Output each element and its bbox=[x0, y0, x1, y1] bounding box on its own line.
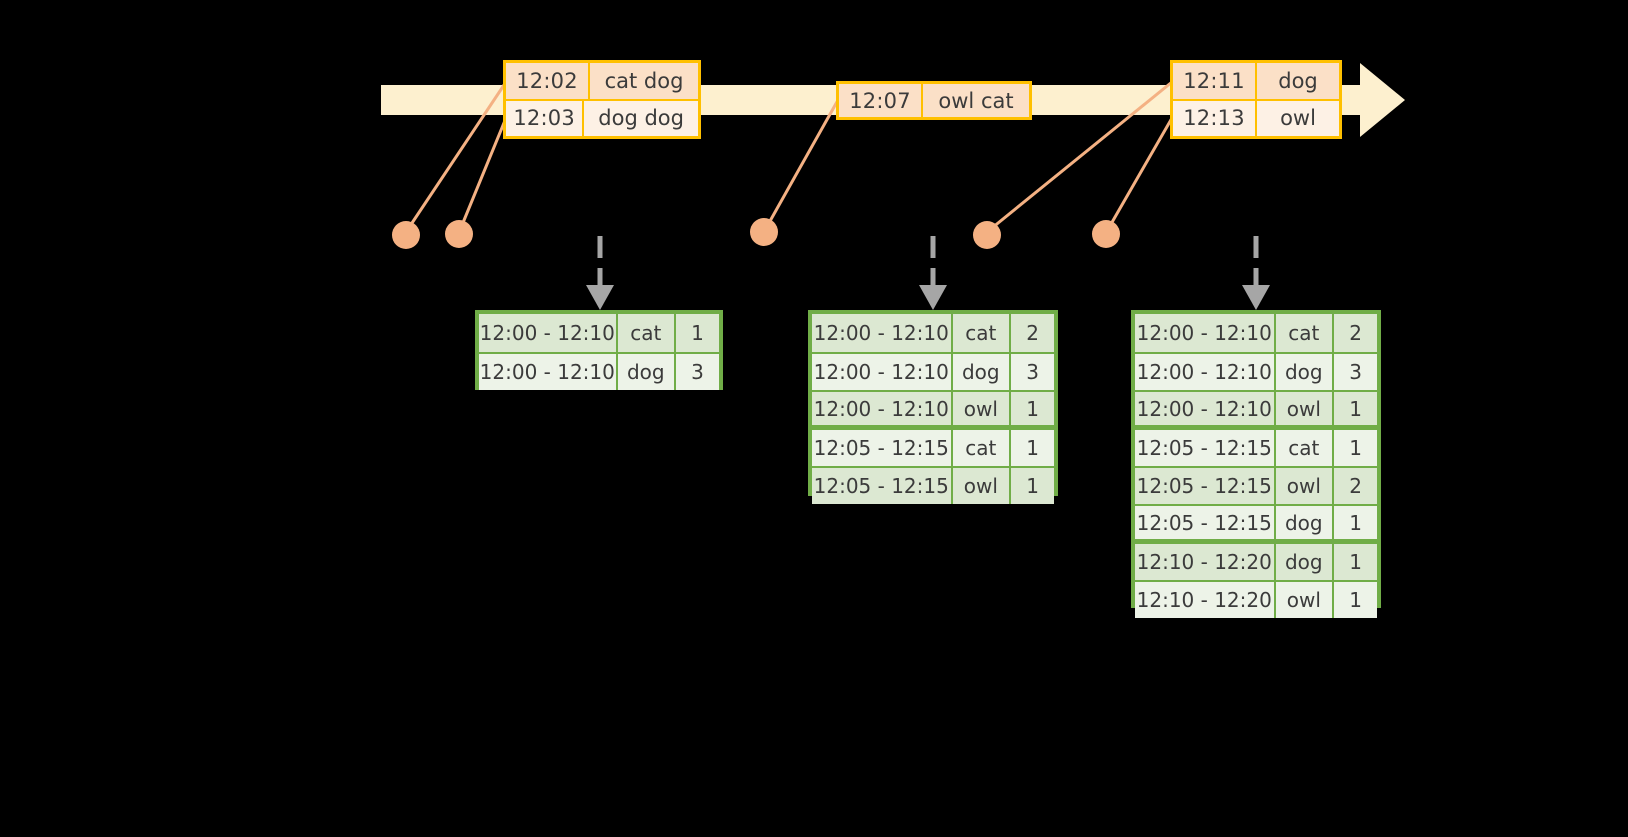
flow-arrows bbox=[597, 236, 1259, 288]
flow-arrow-head-3 bbox=[1242, 285, 1270, 310]
window-cell: 12:10 - 12:20 bbox=[1135, 582, 1276, 618]
window-cell: 12:05 - 12:15 bbox=[812, 468, 953, 504]
table-row[interactable]: 12:00 - 12:10 owl 1 bbox=[1135, 390, 1377, 428]
event-words: owl cat bbox=[938, 88, 1014, 113]
count-cell: 1 bbox=[1026, 436, 1039, 460]
window-cell: 12:00 - 12:10 bbox=[812, 354, 953, 390]
word-cell: dog bbox=[1276, 506, 1335, 539]
event-group-2[interactable]: 12:07 owl cat bbox=[836, 81, 1032, 120]
event-time: 12:07 bbox=[839, 84, 923, 117]
word-cell: dog bbox=[1276, 354, 1335, 390]
window-cell: 12:00 - 12:10 bbox=[479, 314, 618, 352]
event-words: dog bbox=[1278, 68, 1318, 93]
table-row[interactable]: 12:05 - 12:15 owl 1 bbox=[812, 466, 1054, 504]
event-row[interactable]: 12:02 cat dog bbox=[506, 63, 698, 99]
word-cell: cat bbox=[618, 314, 677, 352]
flow-arrow-head-2 bbox=[919, 285, 947, 310]
table-row[interactable]: 12:00 - 12:10 dog 3 bbox=[479, 352, 719, 390]
window-cell: 12:05 - 12:15 bbox=[1135, 430, 1276, 466]
word-cell: owl bbox=[953, 392, 1012, 425]
count-cell: 3 bbox=[1026, 360, 1039, 384]
count-cell: 2 bbox=[1026, 321, 1039, 345]
event-time: 12:02 bbox=[506, 63, 590, 99]
count-cell: 3 bbox=[1349, 360, 1362, 384]
count-cell: 1 bbox=[1349, 550, 1362, 574]
event-words: cat dog bbox=[604, 68, 684, 93]
table-row[interactable]: 12:10 - 12:20 owl 1 bbox=[1135, 580, 1377, 618]
count-cell: 1 bbox=[1349, 588, 1362, 612]
event-time: 12:03 bbox=[506, 100, 585, 136]
event-marker-1207 bbox=[750, 218, 778, 246]
leader-line-1207 bbox=[763, 99, 840, 231]
count-cell: 1 bbox=[1026, 396, 1039, 421]
window-cell: 12:00 - 12:10 bbox=[1135, 354, 1276, 390]
window-cell: 12:00 - 12:10 bbox=[812, 392, 953, 425]
count-cell: 1 bbox=[1026, 474, 1039, 498]
word-cell: cat bbox=[953, 430, 1012, 466]
window-cell: 12:10 - 12:20 bbox=[1135, 544, 1276, 580]
event-words: dog dog bbox=[598, 106, 684, 131]
word-cell: owl bbox=[1276, 468, 1335, 504]
table-row[interactable]: 12:00 - 12:10 owl 1 bbox=[812, 390, 1054, 428]
window-cell: 12:05 - 12:15 bbox=[812, 430, 953, 466]
table-row[interactable]: 12:05 - 12:15 cat 1 bbox=[1135, 428, 1377, 466]
table-row[interactable]: 12:10 - 12:20 dog 1 bbox=[1135, 542, 1377, 580]
count-cell: 2 bbox=[1349, 474, 1362, 498]
word-cell: owl bbox=[1276, 392, 1335, 425]
event-dots bbox=[392, 218, 1120, 249]
event-row[interactable]: 12:13 owl bbox=[1173, 98, 1339, 136]
word-cell: cat bbox=[953, 314, 1012, 352]
leader-line-1203 bbox=[458, 117, 508, 231]
word-cell: cat bbox=[1276, 314, 1335, 352]
window-cell: 12:00 - 12:10 bbox=[812, 314, 953, 352]
word-cell: owl bbox=[953, 468, 1012, 504]
event-marker-1202 bbox=[392, 221, 420, 249]
event-row[interactable]: 12:03 dog dog bbox=[506, 98, 698, 136]
result-table-1[interactable]: 12:00 - 12:10 cat 1 12:00 - 12:10 dog 3 bbox=[475, 310, 723, 390]
table-row[interactable]: 12:05 - 12:15 dog 1 bbox=[1135, 504, 1377, 542]
flow-arrow-heads bbox=[586, 285, 1270, 310]
word-cell: owl bbox=[1276, 582, 1335, 618]
event-row[interactable]: 12:07 owl cat bbox=[839, 84, 1029, 117]
table-row[interactable]: 12:00 - 12:10 cat 2 bbox=[1135, 314, 1377, 352]
table-row[interactable]: 12:05 - 12:15 cat 1 bbox=[812, 428, 1054, 466]
table-row[interactable]: 12:00 - 12:10 cat 1 bbox=[479, 314, 719, 352]
window-cell: 12:05 - 12:15 bbox=[1135, 506, 1276, 539]
event-marker-1203 bbox=[445, 220, 473, 248]
result-table-3[interactable]: 12:00 - 12:10 cat 2 12:00 - 12:10 dog 3 … bbox=[1131, 310, 1381, 618]
count-cell: 1 bbox=[1349, 510, 1362, 535]
event-time: 12:11 bbox=[1173, 63, 1257, 99]
word-cell: dog bbox=[1276, 544, 1335, 580]
leader-line-1202 bbox=[404, 81, 508, 233]
window-cell: 12:05 - 12:15 bbox=[1135, 468, 1276, 504]
event-marker-1211 bbox=[973, 221, 1001, 249]
window-cell: 12:00 - 12:10 bbox=[1135, 314, 1276, 352]
event-group-3[interactable]: 12:11 dog 12:13 owl bbox=[1170, 60, 1342, 139]
window-cell: 12:00 - 12:10 bbox=[479, 354, 618, 390]
event-time: 12:13 bbox=[1173, 100, 1257, 136]
table-row[interactable]: 12:05 - 12:15 owl 2 bbox=[1135, 466, 1377, 504]
flow-arrow-head-1 bbox=[586, 285, 614, 310]
event-marker-1213 bbox=[1092, 220, 1120, 248]
word-cell: dog bbox=[618, 354, 677, 390]
table-row[interactable]: 12:00 - 12:10 dog 3 bbox=[1135, 352, 1377, 390]
table-row[interactable]: 12:00 - 12:10 cat 2 bbox=[812, 314, 1054, 352]
event-row[interactable]: 12:11 dog bbox=[1173, 63, 1339, 99]
table-row[interactable]: 12:00 - 12:10 dog 3 bbox=[812, 352, 1054, 390]
count-cell: 1 bbox=[1349, 436, 1362, 460]
count-cell: 2 bbox=[1349, 321, 1362, 345]
count-cell: 1 bbox=[691, 321, 704, 345]
word-cell: dog bbox=[953, 354, 1012, 390]
event-group-1[interactable]: 12:02 cat dog 12:03 dog dog bbox=[503, 60, 701, 139]
window-cell: 12:00 - 12:10 bbox=[1135, 392, 1276, 425]
count-cell: 1 bbox=[1349, 396, 1362, 421]
result-table-2[interactable]: 12:00 - 12:10 cat 2 12:00 - 12:10 dog 3 … bbox=[808, 310, 1058, 504]
event-words: owl bbox=[1280, 106, 1316, 131]
word-cell: cat bbox=[1276, 430, 1335, 466]
count-cell: 3 bbox=[691, 360, 704, 384]
leader-line-1213 bbox=[1105, 117, 1174, 232]
